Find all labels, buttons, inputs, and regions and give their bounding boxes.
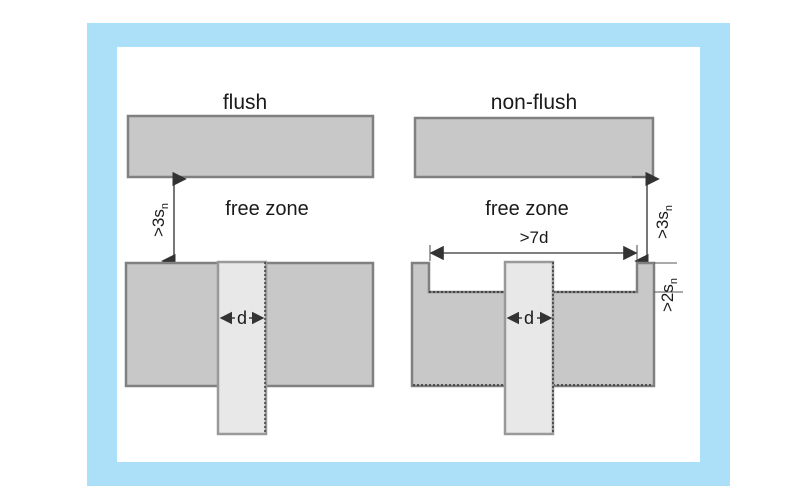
nonflush-clearance-label-group: >3sn xyxy=(653,205,675,239)
nonflush-title: non-flush xyxy=(491,91,577,114)
flush-assembly: flush >3sn free zone d xyxy=(124,91,375,436)
flush-diameter-label: d xyxy=(237,308,247,328)
nonflush-sensor-barrel xyxy=(503,260,555,436)
flush-title: flush xyxy=(223,91,267,114)
flush-clearance-label-group: >3sn xyxy=(149,203,171,237)
nonflush-diameter-label: d xyxy=(524,308,534,328)
flush-mounting-body-right xyxy=(263,261,375,388)
flush-clearance-subscript: n xyxy=(159,203,171,209)
sensor-mounting-diagram: flush >3sn free zone d non-flush xyxy=(124,91,683,436)
flush-upper-target-plate xyxy=(126,114,375,179)
flush-mounting-body-left xyxy=(124,261,221,388)
flush-free-zone-label: free zone xyxy=(225,198,308,220)
nonflush-assembly: non-flush free zone >3sn >7d xyxy=(410,91,683,436)
nonflush-recess-depth-label: >2s xyxy=(658,284,677,312)
nonflush-recess-depth-subscript: n xyxy=(668,278,680,284)
nonflush-free-zone-label: free zone xyxy=(485,198,568,220)
svg-text:>3sn: >3sn xyxy=(149,203,171,237)
nonflush-recess-depth-label-group: >2sn xyxy=(658,278,680,312)
nonflush-upper-target-plate xyxy=(413,116,655,179)
nonflush-clearance-subscript: n xyxy=(663,205,675,211)
svg-text:>2sn: >2sn xyxy=(658,278,680,312)
flush-clearance-label: >3s xyxy=(149,209,168,237)
flush-sensor-barrel xyxy=(216,260,268,436)
svg-text:>3sn: >3sn xyxy=(653,205,675,239)
nonflush-recess-width-label: >7d xyxy=(520,228,549,247)
nonflush-clearance-label: >3s xyxy=(653,211,672,239)
